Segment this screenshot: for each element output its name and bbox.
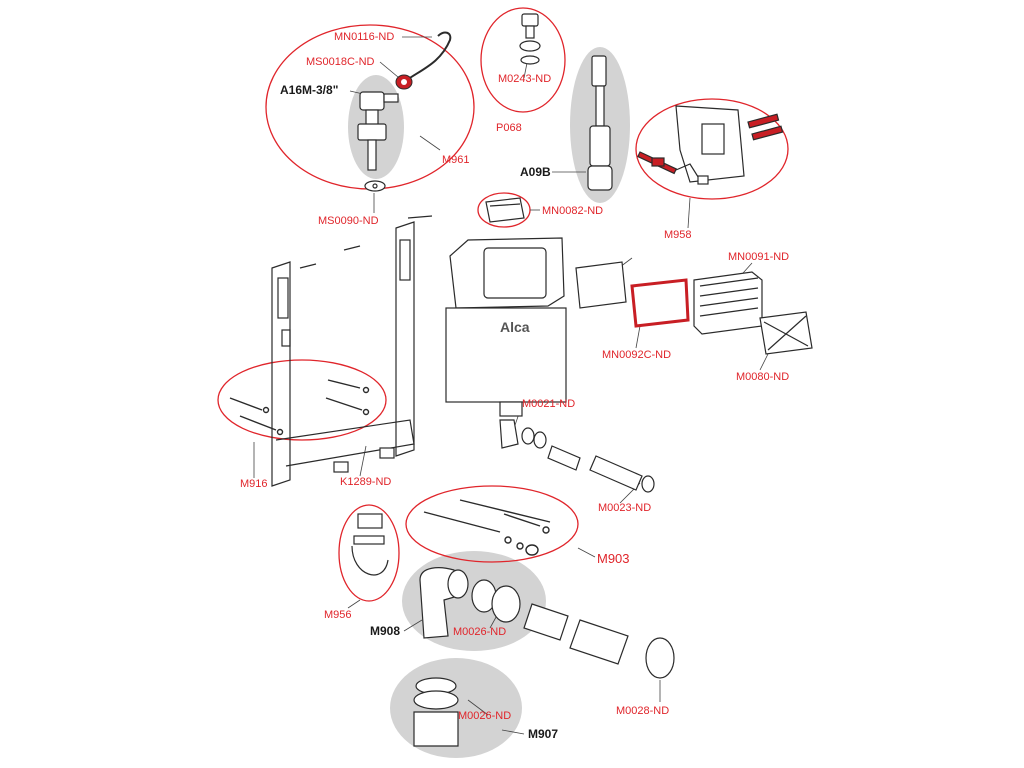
label-m961: M961 [442,154,470,166]
m916-screws-part [229,379,370,436]
label-ms0090: MS0090-ND [318,215,379,227]
label-m907: M907 [528,727,559,741]
p068-callout-ellipse [480,7,566,113]
flush-valve-part [587,55,613,191]
mounting-frame-part [271,215,433,487]
label-m916: M916 [240,478,268,490]
k1289-sleeve-part [333,447,395,473]
label-mn0082: MN0082-ND [542,205,604,217]
m903-rods-part [423,499,551,556]
m0080-cover-part [759,311,813,355]
label-a16m: A16M-3/8" [280,83,339,97]
mn0082-bracket-part [485,197,525,223]
label-m956: M956 [324,609,352,621]
label-k1289: K1289-ND [340,476,392,488]
label-p068: P068 [496,122,522,134]
ms0018c-red-part [395,74,413,90]
m908-bend-part [419,567,521,639]
cistern-logo: Alca [500,319,530,335]
label-m903: M903 [597,551,630,566]
m916-callout-ellipse [217,359,387,441]
label-mn0091: MN0091-ND [728,251,790,263]
fill-valve-part [357,91,399,171]
m0028-pipe-part [523,603,675,679]
m0023-pipe-part [547,445,655,493]
label-m0021: M0021-ND [522,398,576,410]
label-ms0018c: MS0018C-ND [306,56,375,68]
m907-bend-part [413,677,459,747]
label-m0026-upper: M0026-ND [453,626,507,638]
ms0090-small-part [364,180,386,192]
label-m908: M908 [370,624,401,638]
label-mn0092c: MN0092C-ND [602,349,672,361]
m958-callout-ellipse [635,98,789,200]
m956-clamp-part [351,513,389,576]
label-m0243: M0243-ND [498,73,552,85]
label-mn0116: MN0116-ND [334,31,395,43]
label-m0023: M0023-ND [598,502,652,514]
label-a09b: A09B [520,165,551,179]
label-m0080: M0080-ND [736,371,790,383]
flexible-hose-part [403,31,452,83]
label-m0026-lower: M0026-ND [458,710,512,722]
m0021-elbow-part [499,419,547,449]
label-m958: M958 [664,229,692,241]
svg-text:Alca: Alca [500,319,530,335]
m956-callout-ellipse [338,504,400,602]
mn0092c-frame-part [575,261,690,328]
lever-assembly-part [637,105,784,185]
cistern-part [445,237,567,417]
m903-callout-ellipse [405,485,579,563]
label-m0028: M0028-ND [616,705,670,717]
mn0091-box-part [693,271,763,335]
m0243-valve-part [519,13,541,65]
